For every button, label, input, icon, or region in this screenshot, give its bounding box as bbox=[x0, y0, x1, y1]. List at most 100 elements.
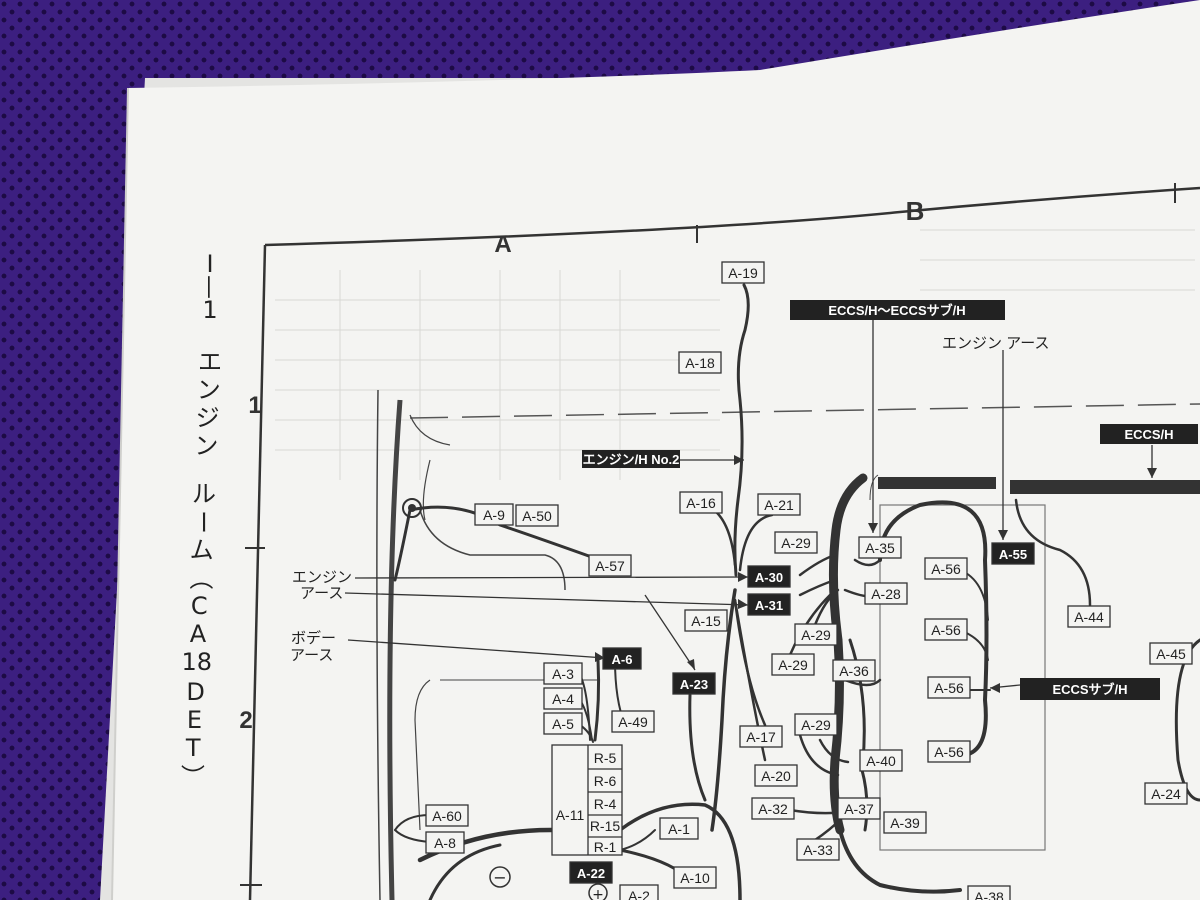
connector-label: A-56 bbox=[934, 680, 964, 696]
connector-label: A-4 bbox=[552, 691, 574, 707]
connector-a-40: A-40 bbox=[859, 749, 903, 772]
connector-a-29: A-29 bbox=[794, 713, 838, 736]
side-title-char: ジ bbox=[196, 404, 220, 432]
connector-label: A-20 bbox=[761, 768, 791, 784]
connector-label: A-9 bbox=[483, 507, 505, 523]
connector-label: A-33 bbox=[803, 842, 833, 858]
plus-terminal-icon bbox=[588, 883, 608, 900]
connector-label: A-18 bbox=[685, 355, 715, 371]
harness-eccs-sub: ECCSサブ/H bbox=[1020, 678, 1160, 700]
connector-label: A-55 bbox=[999, 547, 1027, 562]
connector-a-56: A-56 bbox=[924, 618, 968, 641]
side-title-char: C bbox=[191, 592, 208, 620]
svg-text:ECCSサブ/H: ECCSサブ/H bbox=[1052, 682, 1127, 697]
connector-a-2: A-2 bbox=[619, 884, 659, 900]
connector-label: A-36 bbox=[839, 663, 869, 679]
harness-engine-no2: エンジン/H No.2 bbox=[582, 450, 680, 468]
engine-earth-label-line2: アース bbox=[300, 585, 343, 602]
connector-a-55-highlighted: A-55 bbox=[991, 542, 1035, 565]
connector-label: A-30 bbox=[755, 570, 783, 585]
connector-a-50: A-50 bbox=[515, 504, 559, 527]
connector-label: A-8 bbox=[434, 835, 456, 851]
zone-col-a: A bbox=[494, 231, 511, 258]
arrow-heads bbox=[595, 455, 1157, 693]
connector-label: A-40 bbox=[866, 753, 896, 769]
connector-a-24: A-24 bbox=[1144, 782, 1188, 805]
body-earth-label-line2: アース bbox=[290, 647, 333, 664]
connector-label: A-38 bbox=[974, 889, 1004, 900]
connector-label: A-56 bbox=[931, 561, 961, 577]
side-title-char: ム bbox=[190, 536, 214, 564]
zone-row-2: 2 bbox=[239, 707, 252, 734]
connector-a-36: A-36 bbox=[832, 659, 876, 682]
connector-label: A-1 bbox=[668, 821, 690, 837]
connector-label: A-3 bbox=[552, 666, 574, 682]
connector-a-19: A-19 bbox=[721, 261, 765, 284]
connector-a-31-highlighted: A-31 bbox=[747, 593, 791, 616]
connector-a-8: A-8 bbox=[425, 831, 465, 854]
connector-a-39: A-39 bbox=[883, 811, 927, 834]
connector-label: A-29 bbox=[801, 717, 831, 733]
connector-a-56: A-56 bbox=[924, 557, 968, 580]
relay-cell-label: R-1 bbox=[594, 839, 617, 855]
svg-text:ECCS/H: ECCS/H bbox=[1124, 427, 1173, 442]
leader-lines bbox=[344, 318, 1153, 689]
connector-a-3: A-3 bbox=[543, 662, 583, 685]
connector-a-15: A-15 bbox=[684, 609, 728, 632]
connector-a-9: A-9 bbox=[474, 503, 514, 526]
connector-label: A-16 bbox=[686, 495, 716, 511]
relay-block-name: A-11 bbox=[556, 807, 585, 823]
harness-eccs-to-sub: ECCS/H～ECCSサブ/H bbox=[790, 300, 1005, 320]
connector-a-56: A-56 bbox=[927, 740, 971, 763]
zone-row-1: 1 bbox=[248, 392, 261, 419]
side-title-char: D bbox=[186, 678, 204, 706]
side-title-char: ン bbox=[197, 376, 221, 404]
zone-col-b: B bbox=[906, 196, 925, 226]
eccs-harness-bar-left bbox=[878, 477, 996, 489]
connector-label: A-28 bbox=[871, 586, 901, 602]
connector-label: A-6 bbox=[612, 652, 633, 667]
connector-label: A-29 bbox=[781, 535, 811, 551]
connector-a-38: A-38 bbox=[967, 885, 1011, 900]
engine-earth-label-line1: エンジン bbox=[292, 569, 352, 586]
connector-label: A-23 bbox=[680, 677, 708, 692]
engine-earth-top-label: エンジン アース bbox=[942, 335, 1050, 352]
connector-a-21: A-21 bbox=[757, 493, 801, 516]
connector-label: A-37 bbox=[844, 801, 874, 817]
connector-label: A-35 bbox=[865, 540, 895, 556]
connector-label: A-60 bbox=[432, 808, 462, 824]
side-title-char: 18 bbox=[182, 648, 213, 676]
ghost-table bbox=[275, 229, 1195, 480]
connector-a-1: A-1 bbox=[659, 817, 699, 840]
relay-cell-label: R-5 bbox=[594, 750, 617, 766]
connector-a-30-highlighted: A-30 bbox=[747, 565, 791, 588]
connector-a-29: A-29 bbox=[794, 623, 838, 646]
side-title-char: ン bbox=[194, 432, 218, 460]
connector-a-22-highlighted: A-22 bbox=[569, 861, 613, 884]
connector-a-37: A-37 bbox=[837, 797, 881, 820]
connector-a-23-highlighted: A-23 bbox=[672, 672, 716, 695]
connector-label: A-24 bbox=[1151, 786, 1181, 802]
connector-label: A-32 bbox=[758, 801, 788, 817]
connector-label: A-29 bbox=[801, 627, 831, 643]
connector-label: A-10 bbox=[680, 870, 710, 886]
eccs-harness-bar-right bbox=[1010, 480, 1200, 494]
connector-a-49: A-49 bbox=[611, 710, 655, 733]
connector-a-33: A-33 bbox=[796, 838, 840, 861]
relay-cell-label: R-6 bbox=[594, 773, 617, 789]
connector-label: A-22 bbox=[577, 866, 605, 881]
connector-label: A-21 bbox=[764, 497, 794, 513]
connector-a-16: A-16 bbox=[679, 491, 723, 514]
connector-a-6-highlighted: A-6 bbox=[602, 647, 642, 670]
connector-label: A-17 bbox=[746, 729, 776, 745]
connector-a-44: A-44 bbox=[1067, 605, 1111, 628]
connector-label: A-45 bbox=[1156, 646, 1186, 662]
side-title-char: （ bbox=[186, 566, 214, 590]
connector-a-28: A-28 bbox=[864, 582, 908, 605]
connector-a-20: A-20 bbox=[754, 764, 798, 787]
side-title-char: A bbox=[190, 620, 207, 648]
connector-a-18: A-18 bbox=[678, 351, 722, 374]
connector-label: A-39 bbox=[890, 815, 920, 831]
